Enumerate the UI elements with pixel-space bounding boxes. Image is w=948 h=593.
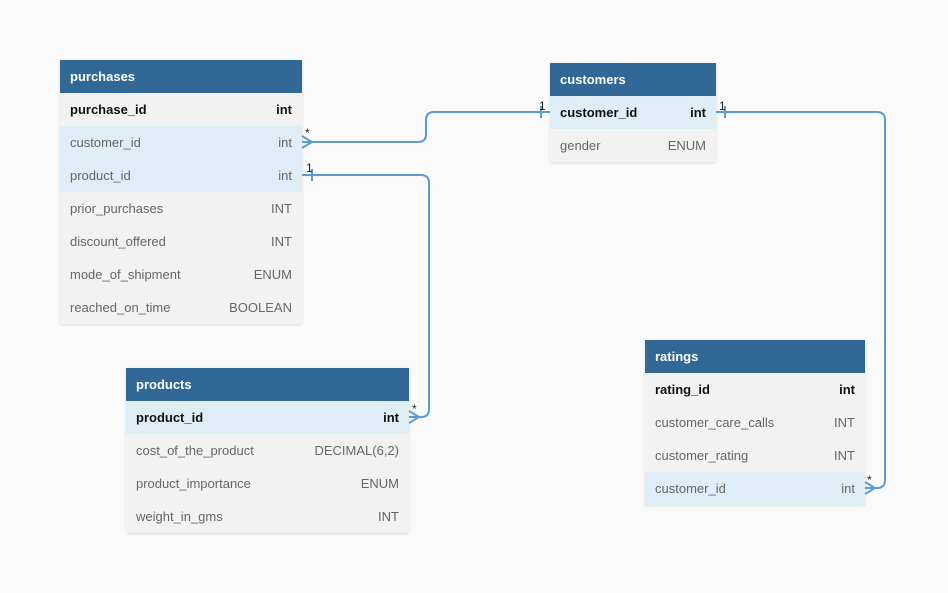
field-type: INT: [271, 201, 292, 216]
field-name: reached_on_time: [70, 300, 171, 315]
field-name: customer_id: [655, 481, 726, 496]
field-name: customer_rating: [655, 448, 749, 463]
field-type: int: [690, 105, 706, 120]
field-type: int: [278, 135, 292, 150]
table-header-products[interactable]: products: [126, 368, 409, 401]
field-type: INT: [378, 509, 399, 524]
field-type: int: [839, 382, 855, 397]
field-type: INT: [834, 415, 855, 430]
cardinality-label-one: 1: [539, 99, 546, 113]
field-row-cost-of-the-product[interactable]: cost_of_the_product DECIMAL(6,2): [126, 434, 409, 467]
field-name: product_importance: [136, 476, 251, 491]
field-type: int: [383, 410, 399, 425]
field-name: customer_id: [70, 135, 141, 150]
field-type: ENUM: [253, 267, 292, 282]
field-type: ENUM: [360, 476, 399, 491]
field-type: BOOLEAN: [229, 300, 292, 315]
field-row-product-id[interactable]: product_id int: [60, 159, 302, 192]
field-name: mode_of_shipment: [70, 267, 181, 282]
field-name: product_id: [70, 168, 131, 183]
field-row-purchase-id[interactable]: purchase_id int: [60, 93, 302, 126]
field-name: gender: [560, 138, 601, 153]
field-type: int: [841, 481, 855, 496]
field-name: discount_offered: [70, 234, 166, 249]
field-row-mode-of-shipment[interactable]: mode_of_shipment ENUM: [60, 258, 302, 291]
field-name: rating_id: [655, 382, 710, 397]
field-name: customer_id: [560, 105, 638, 120]
cardinality-label-many: *: [305, 126, 310, 140]
field-row-customer-rating[interactable]: customer_rating INT: [645, 439, 865, 472]
field-row-customer-care-calls[interactable]: customer_care_calls INT: [645, 406, 865, 439]
field-type: int: [278, 168, 292, 183]
field-type: ENUM: [667, 138, 706, 153]
field-row-reached-on-time[interactable]: reached_on_time BOOLEAN: [60, 291, 302, 324]
cardinality-label-many: *: [867, 473, 872, 487]
field-type: INT: [834, 448, 855, 463]
field-row-customer-id[interactable]: customer_id int: [60, 126, 302, 159]
field-type: INT: [271, 234, 292, 249]
field-name: prior_purchases: [70, 201, 164, 216]
table-customers[interactable]: customers customer_id int gender ENUM: [550, 63, 716, 162]
table-header-ratings[interactable]: ratings: [645, 340, 865, 373]
crowfoot-many-marker: [408, 410, 421, 424]
field-row-prior-purchases[interactable]: prior_purchases INT: [60, 192, 302, 225]
cardinality-label-one: 1: [306, 161, 313, 175]
crowfoot-many-marker: [301, 135, 314, 149]
table-ratings[interactable]: ratings rating_id int customer_care_call…: [645, 340, 865, 505]
table-header-customers[interactable]: customers: [550, 63, 716, 96]
field-row-product-importance[interactable]: product_importance ENUM: [126, 467, 409, 500]
field-row-rating-id[interactable]: rating_id int: [645, 373, 865, 406]
field-row-weight-in-gms[interactable]: weight_in_gms INT: [126, 500, 409, 533]
field-name: purchase_id: [70, 102, 147, 117]
connector-line: [302, 111, 550, 143]
crowfoot-many-marker: [864, 481, 877, 495]
field-row-discount-offered[interactable]: discount_offered INT: [60, 225, 302, 258]
cardinality-label-many: *: [412, 402, 417, 416]
field-name: weight_in_gms: [136, 509, 223, 524]
field-row-product-id[interactable]: product_id int: [126, 401, 409, 434]
field-row-customer-id[interactable]: customer_id int: [550, 96, 716, 129]
cardinality-label-one: 1: [719, 99, 726, 113]
table-header-purchases[interactable]: purchases: [60, 60, 302, 93]
field-row-customer-id[interactable]: customer_id int: [645, 472, 865, 505]
field-type: DECIMAL(6,2): [314, 443, 399, 458]
table-purchases[interactable]: purchases purchase_id int customer_id in…: [60, 60, 302, 324]
field-type: int: [276, 102, 292, 117]
field-name: product_id: [136, 410, 204, 425]
field-name: cost_of_the_product: [136, 443, 254, 458]
field-name: customer_care_calls: [655, 415, 775, 430]
table-products[interactable]: products product_id int cost_of_the_prod…: [126, 368, 409, 533]
field-row-gender[interactable]: gender ENUM: [550, 129, 716, 162]
relationship-purchases-customers[interactable]: * 1: [301, 99, 550, 149]
